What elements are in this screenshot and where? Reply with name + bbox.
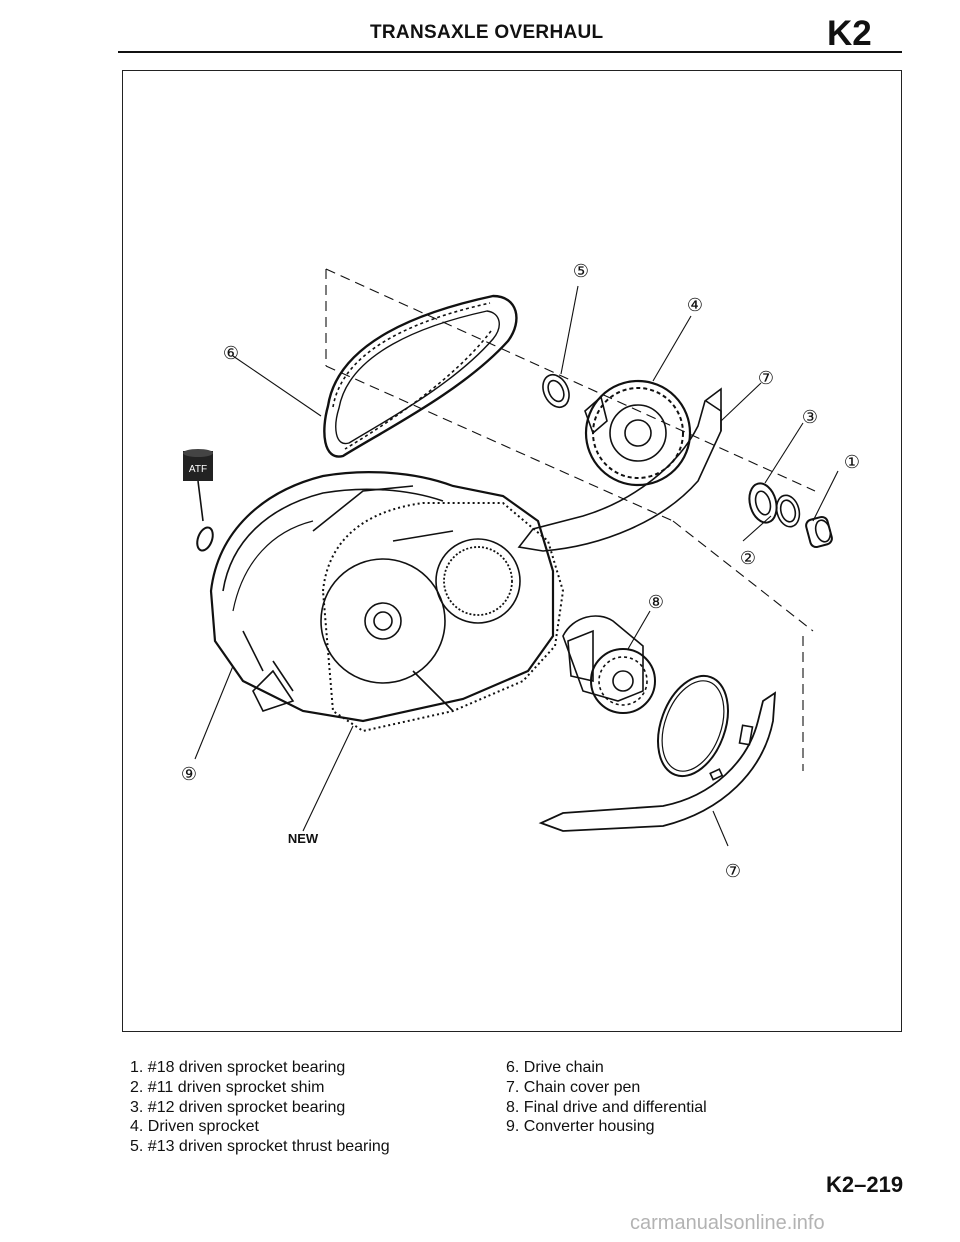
callout-2: ② [740,548,756,568]
snap-ring [657,674,729,778]
callout-5: ⑤ [573,261,589,281]
callout-3: ③ [802,407,818,427]
legend-item: 2. #11 driven sprocket shim [130,1078,325,1096]
exploded-view-figure: ⑤ ④ ⑥ ⑦ ③ ① ② ⑧ ⑨ ⑦ ATF NEW [122,70,902,1032]
legend-item: 4. Driven sprocket [130,1118,259,1136]
legend-item: 7. Chain cover pen [506,1078,641,1096]
assembly-guide-lines [325,268,816,771]
callout-7-lower: ⑦ [725,861,741,881]
legend-item: 9. Converter housing [506,1118,655,1136]
callout-6: ⑥ [223,343,239,363]
callout-4: ④ [687,295,703,315]
legend-item: 6. Drive chain [506,1059,604,1076]
legend-item: 5. #13 driven sprocket thrust bearing [130,1138,390,1156]
drive-chain [323,294,518,458]
chain-cover-lower [538,691,777,832]
exploded-view-drawing: ⑤ ④ ⑥ ⑦ ③ ① ② ⑧ ⑨ ⑦ ATF NEW [181,261,860,881]
leader-lines [194,285,839,847]
new-label: NEW [288,831,319,846]
legend-item: 8. Final drive and differential [506,1098,707,1116]
legend-item: 1. #18 driven sprocket bearing [130,1059,346,1076]
legend-right-column: 6. Drive chain 7. Chain cover pen 8. Fin… [506,1058,707,1137]
callout-8: ⑧ [648,592,664,612]
thrust-bearing [542,373,570,409]
page-number: K2–219 [826,1172,904,1197]
chain-cover-upper [517,387,722,552]
watermark-text: carmanualsonline.info [630,1212,825,1234]
header-rule [118,51,902,53]
bearings-and-shim [748,482,833,549]
legend-item: 3. #12 driven sprocket bearing [130,1098,346,1116]
callout-9: ⑨ [181,764,197,784]
callout-7-upper: ⑦ [758,368,774,388]
final-drive-differential [562,615,656,714]
legend-left-column: 1. #18 driven sprocket bearing 2. #11 dr… [130,1058,390,1157]
atf-bottle [183,449,214,552]
header-title: TRANSAXLE OVERHAUL [370,22,604,43]
atf-label: ATF [189,464,207,475]
converter-housing [209,471,555,723]
driven-sprocket [584,379,692,487]
callout-1: ① [844,452,860,472]
section-code: K2 [827,14,872,53]
